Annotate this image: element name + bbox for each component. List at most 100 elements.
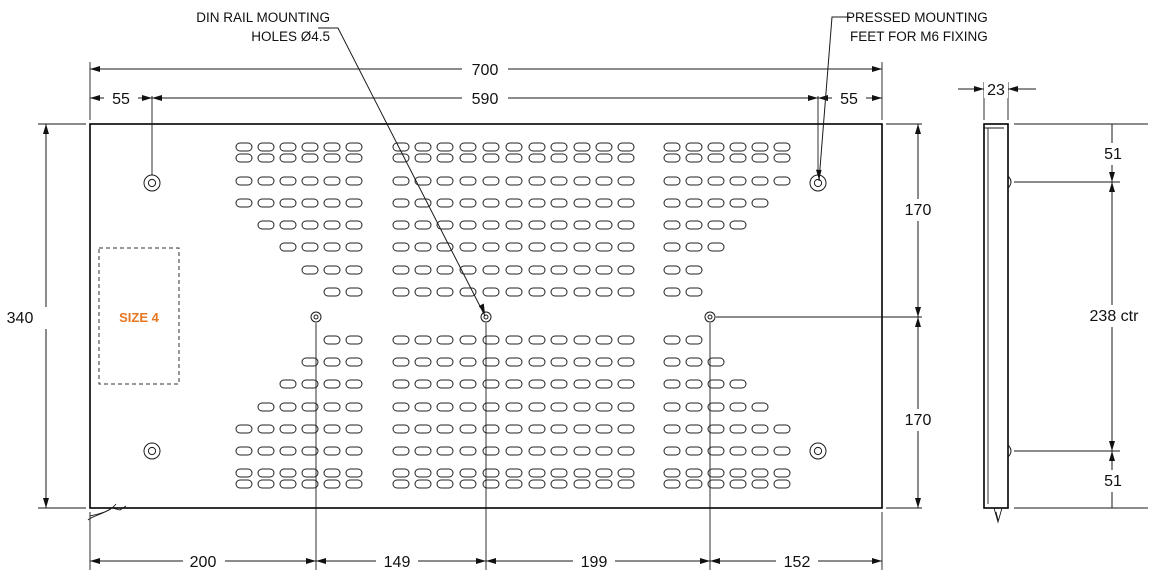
dim-depth: 23: [987, 82, 1005, 99]
vent-slot: [573, 176, 591, 186]
vent-slot: [707, 142, 725, 152]
vent-slot: [528, 357, 546, 367]
vent-slot: [392, 265, 410, 275]
vent-slot: [345, 479, 363, 489]
vent-slot: [663, 402, 681, 412]
vent-slot: [392, 220, 410, 230]
vent-slot: [505, 265, 523, 275]
vent-slot: [729, 424, 747, 434]
vent-slot: [505, 357, 523, 367]
vent-slot: [301, 357, 319, 367]
vent-slot: [323, 402, 341, 412]
vent-slot: [505, 379, 523, 389]
vent-slot: [279, 198, 297, 208]
vent-slot: [345, 142, 363, 152]
vent-slot: [482, 265, 500, 275]
vent-slot: [505, 479, 523, 489]
vent-slot: [751, 176, 769, 186]
vent-slot: [528, 446, 546, 456]
vent-slot: [595, 357, 613, 367]
vent-slot: [685, 265, 703, 275]
vent-slot: [301, 424, 319, 434]
vent-slot: [751, 198, 769, 208]
vent-slot: [392, 142, 410, 152]
vent-slot: [707, 424, 725, 434]
vent-slot: [235, 153, 253, 163]
vent-slot: [729, 176, 747, 186]
vent-slot: [550, 220, 568, 230]
vent-slot: [414, 287, 432, 297]
vent-slot: [459, 357, 477, 367]
vent-slot: [617, 424, 635, 434]
vent-slot: [685, 468, 703, 478]
vent-slot: [528, 242, 546, 252]
vent-slot: [279, 479, 297, 489]
vent-slot: [707, 357, 725, 367]
vent-slot: [685, 402, 703, 412]
vent-slot: [459, 142, 477, 152]
mounting-foot-top-left: [143, 174, 161, 192]
vent-slot: [550, 198, 568, 208]
vent-slot: [773, 479, 791, 489]
extension-lines: [38, 62, 922, 570]
vent-slot: [482, 220, 500, 230]
vent-slot: [505, 424, 523, 434]
vent-slot: [459, 446, 477, 456]
vent-slot: [459, 468, 477, 478]
vent-slot: [392, 446, 410, 456]
dim-left-margin: 55: [112, 91, 130, 108]
vent-slot: [528, 287, 546, 297]
vent-slot: [414, 446, 432, 456]
vent-slot: [323, 153, 341, 163]
dim-foot-spacing: 590: [472, 91, 499, 108]
vent-slot: [323, 198, 341, 208]
vent-slot: [617, 242, 635, 252]
vent-slot: [573, 468, 591, 478]
vent-slot: [301, 265, 319, 275]
vent-slot: [505, 335, 523, 345]
vent-slot: [482, 335, 500, 345]
vent-slot: [414, 379, 432, 389]
vent-slot: [505, 287, 523, 297]
dim-overall-height: 340: [7, 310, 34, 327]
vent-slot: [729, 153, 747, 163]
vent-slot: [459, 242, 477, 252]
vent-slot: [663, 176, 681, 186]
vent-slot: [257, 446, 275, 456]
vent-slot: [482, 153, 500, 163]
vent-slot: [685, 287, 703, 297]
vent-slot: [459, 265, 477, 275]
vent-slot: [617, 153, 635, 163]
vent-slot: [707, 220, 725, 230]
vent-slot: [257, 468, 275, 478]
vent-slot: [414, 479, 432, 489]
vent-slot: [617, 287, 635, 297]
dim-bottom-2: 149: [384, 554, 411, 571]
vent-slot: [436, 335, 454, 345]
vent-slot: [459, 335, 477, 345]
vent-slot: [436, 153, 454, 163]
vent-slot: [550, 479, 568, 489]
vent-slot: [482, 446, 500, 456]
vent-slot: [663, 153, 681, 163]
vent-slot: [279, 220, 297, 230]
vent-slot: [617, 446, 635, 456]
vent-slot: [685, 198, 703, 208]
din-rail-note-line2: HOLES Ø4.5: [251, 29, 330, 44]
vent-slot: [573, 424, 591, 434]
vent-slot: [436, 379, 454, 389]
vent-slot: [617, 379, 635, 389]
vent-slot: [751, 424, 769, 434]
dimension-lines: [43, 66, 921, 564]
vent-slot: [345, 335, 363, 345]
earth-lead-2: [89, 503, 117, 517]
vent-slot: [345, 153, 363, 163]
vent-slot: [257, 153, 275, 163]
vent-slot: [482, 142, 500, 152]
vent-slot: [459, 479, 477, 489]
vent-slot: [235, 479, 253, 489]
vent-slot: [550, 142, 568, 152]
vent-slot: [459, 153, 477, 163]
vent-slot: [528, 142, 546, 152]
vent-slot: [345, 357, 363, 367]
